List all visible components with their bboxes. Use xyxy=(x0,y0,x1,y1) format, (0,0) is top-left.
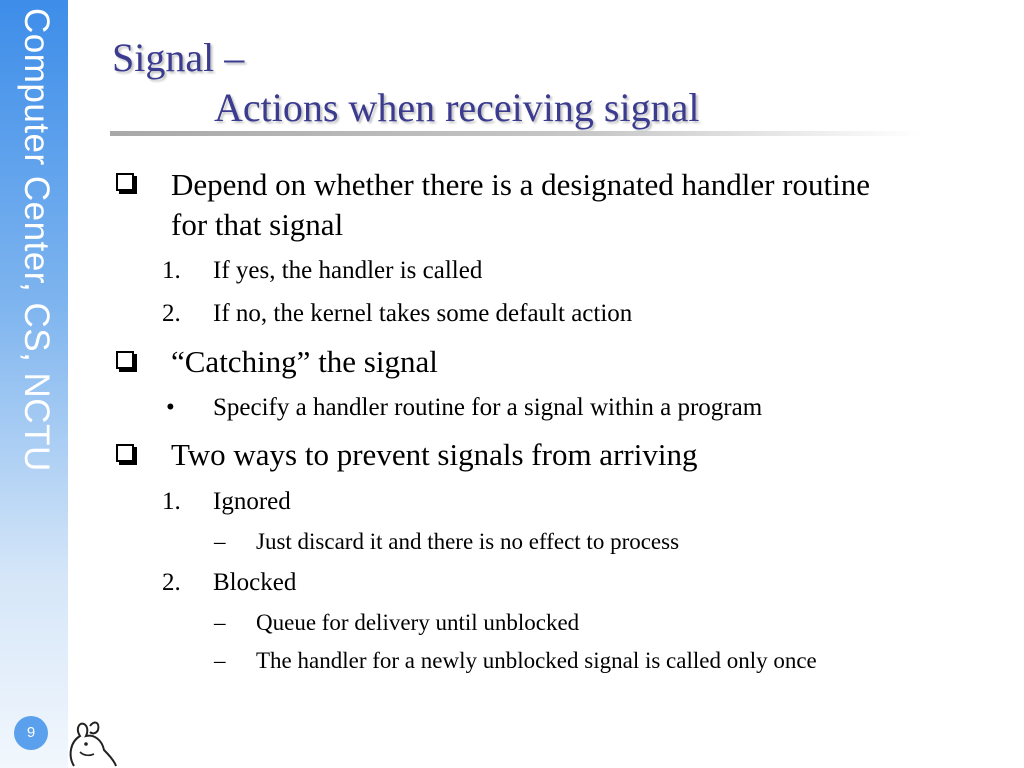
sub-list-item: Just discard it and there is no effect t… xyxy=(256,529,680,554)
dash-marker-icon: – xyxy=(214,648,226,673)
sidebar: Computer Center, CS, NCTU xyxy=(0,0,68,768)
list-number: 2. xyxy=(162,569,181,596)
sub-list-item: The handler for a newly unblocked signal… xyxy=(256,648,817,673)
bullet-text: Two ways to prevent signals from arrivin… xyxy=(171,437,698,472)
dash-marker-icon: – xyxy=(214,529,226,554)
bullet-text: “Catching” the signal xyxy=(171,344,438,379)
checkbox-bullet-icon xyxy=(116,444,134,462)
title-underline xyxy=(110,131,920,136)
list-item: If yes, the handler is called xyxy=(213,257,483,284)
list-number: 1. xyxy=(162,257,181,284)
list-number: 2. xyxy=(162,300,181,327)
checkbox-bullet-icon xyxy=(116,351,134,369)
page-number-badge: 9 xyxy=(14,716,48,750)
list-item: If no, the kernel takes some default act… xyxy=(213,300,633,327)
bullet-text: Depend on whether there is a designated … xyxy=(171,167,870,202)
list-item: Specify a handler routine for a signal w… xyxy=(213,394,763,421)
sub-list-item: Queue for delivery until unblocked xyxy=(256,610,580,635)
dash-marker-icon: – xyxy=(214,610,226,635)
mascot-logo-icon xyxy=(69,721,117,767)
slide-title-line-2: Actions when receiving signal xyxy=(214,85,700,130)
list-number: 1. xyxy=(162,488,181,515)
sidebar-label: Computer Center, CS, NCTU xyxy=(17,8,56,472)
slide-title-line-1: Signal – xyxy=(112,35,245,80)
checkbox-bullet-icon xyxy=(116,173,134,191)
list-item: Ignored xyxy=(213,488,291,515)
bullet-text-continuation: for that signal xyxy=(171,207,344,242)
bullet-dot-icon: • xyxy=(166,394,175,421)
list-item: Blocked xyxy=(213,569,297,596)
